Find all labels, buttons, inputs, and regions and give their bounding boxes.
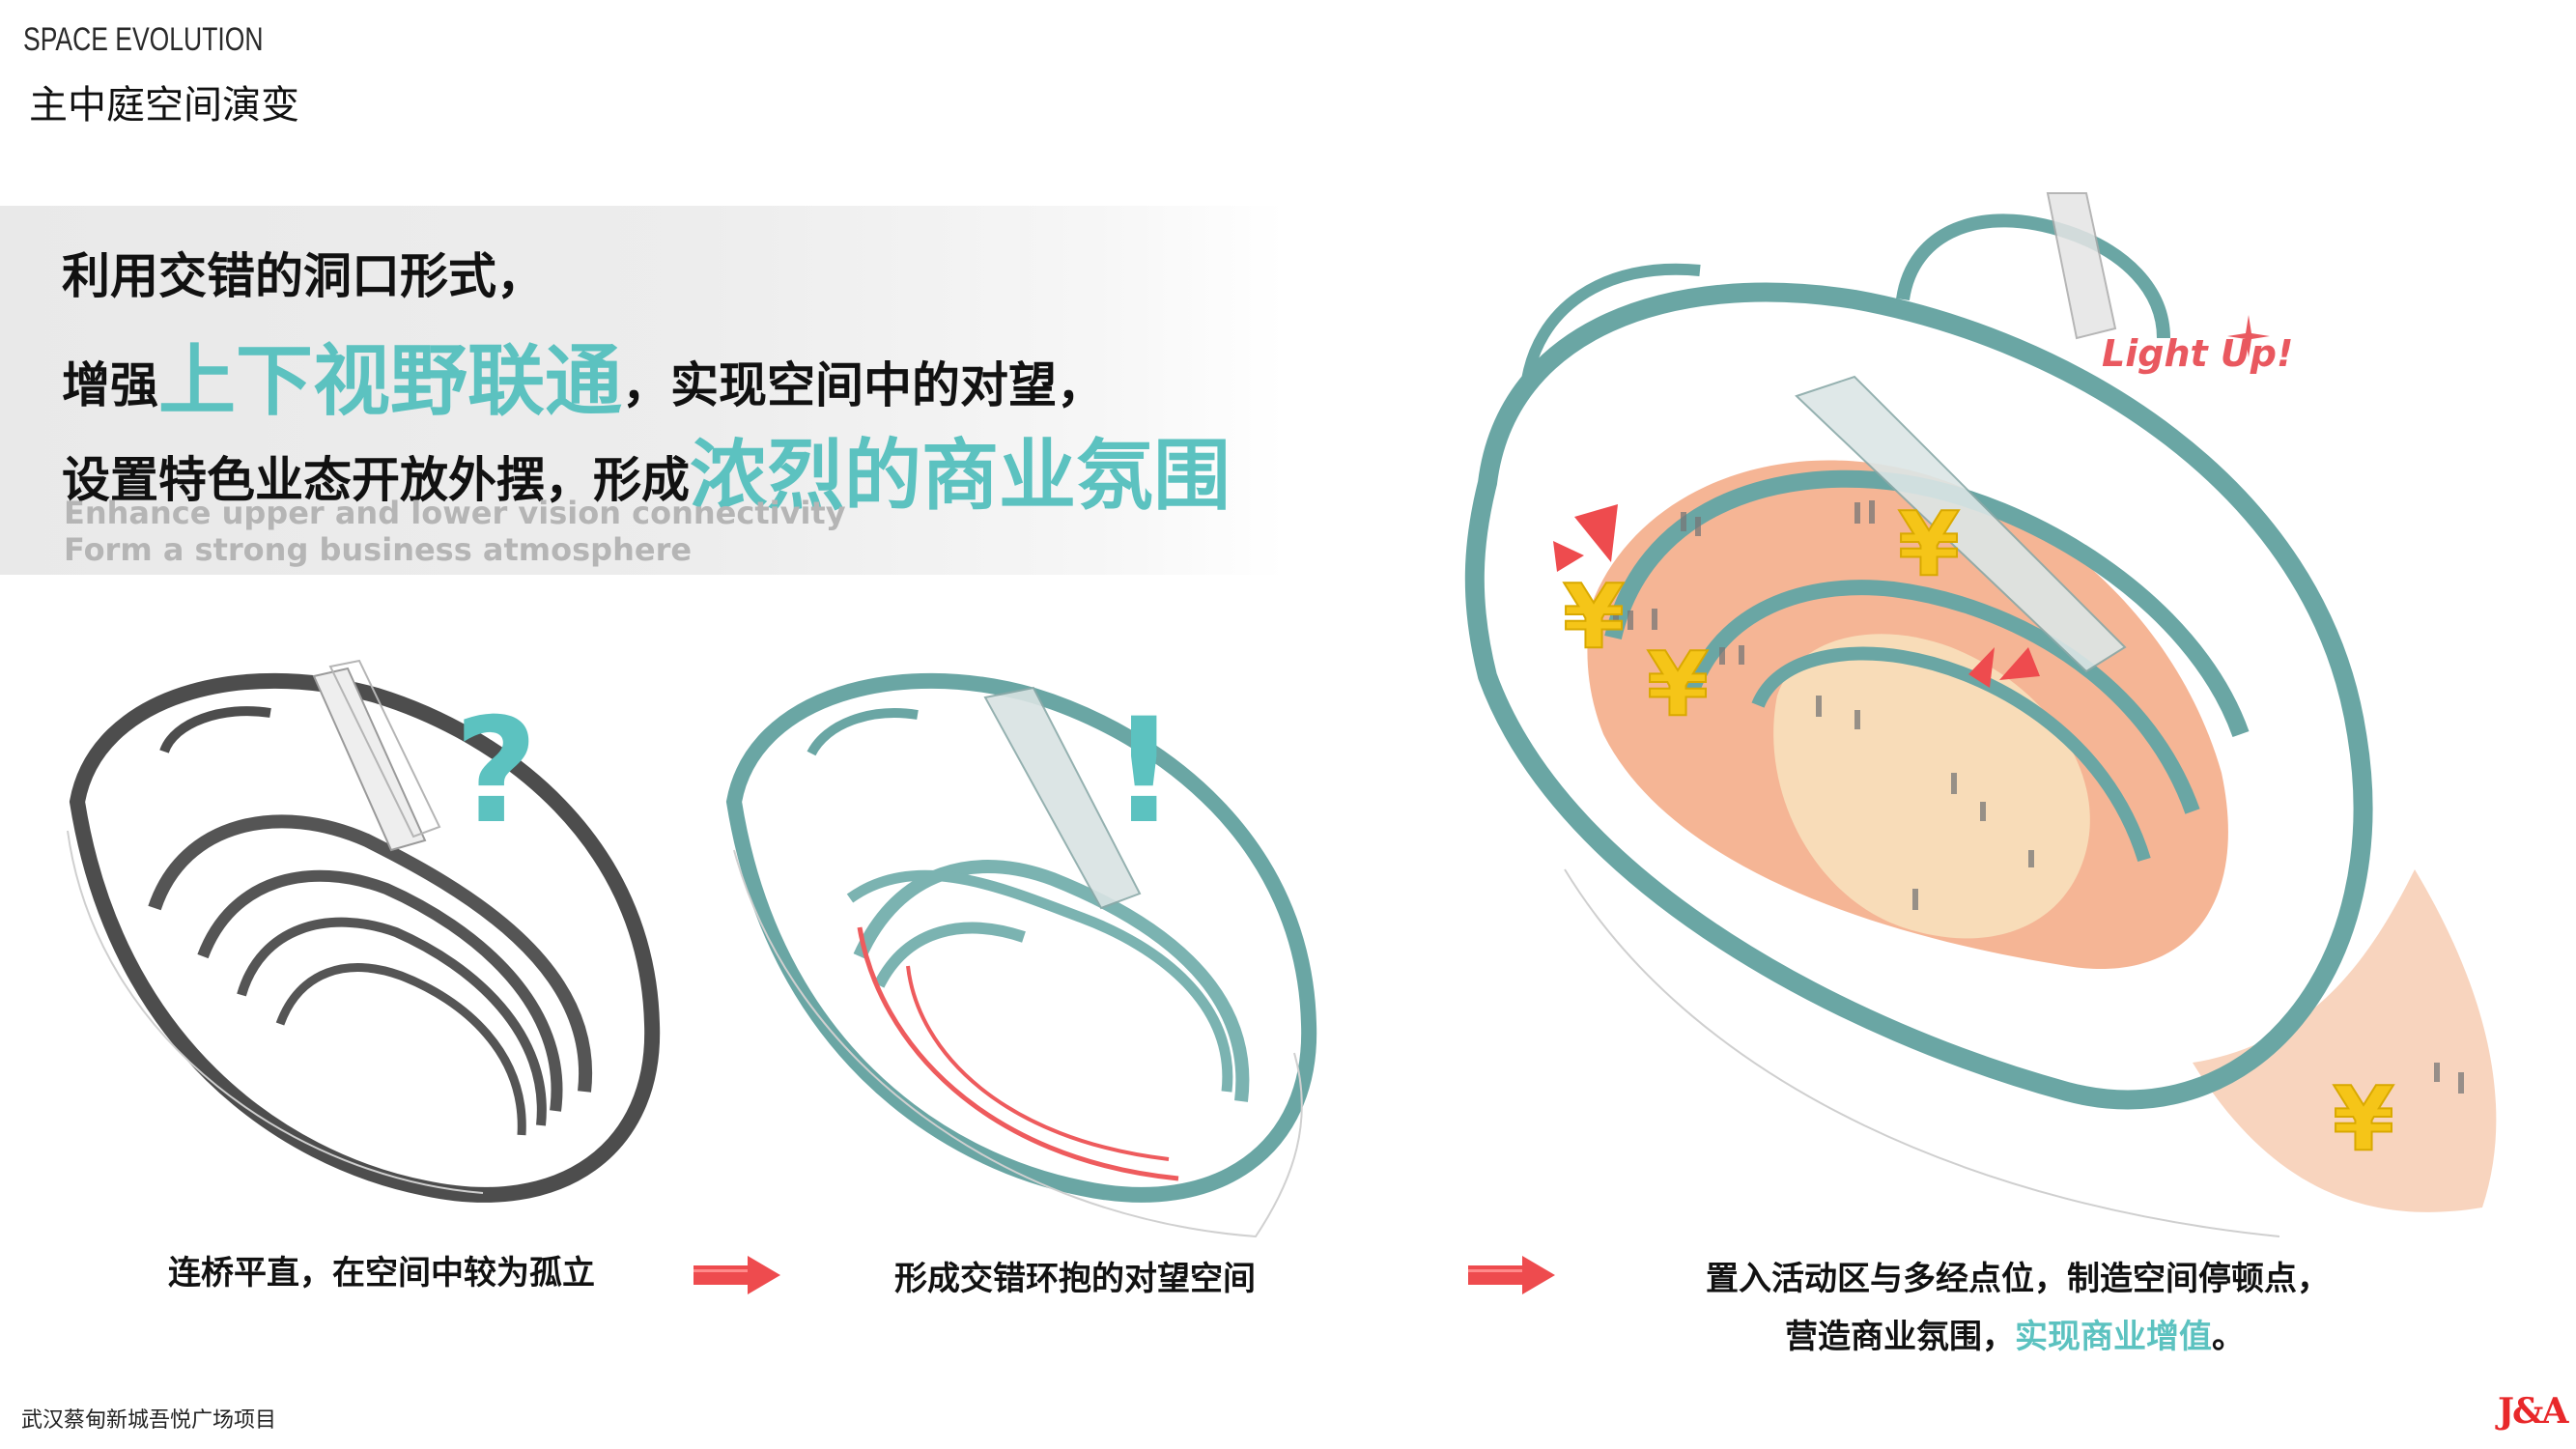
stage1-inner-rings <box>148 814 593 1136</box>
english-subtitle-2: Form a strong business atmosphere <box>64 531 693 568</box>
stage2-inner-rings <box>846 860 1250 1181</box>
stage2-exclamation-mark: ! <box>1111 688 1176 856</box>
stage3-sand-zone <box>1773 634 2090 939</box>
headline-band <box>0 206 1285 575</box>
stage3-orange-tail <box>2193 869 2497 1212</box>
headline-line-3: 设置特色业态开放外摆，形成浓烈的商业氛围 <box>62 413 1231 526</box>
caption-stage3-highlight: 实现商业增值 <box>2015 1318 2212 1356</box>
stage3-bridge <box>1795 192 2127 673</box>
yuan-marker-2: ¥ <box>1647 633 1709 736</box>
caption-stage1: 连桥平直，在空间中较为孤立 <box>168 1254 595 1293</box>
headline-line-3-highlight: 浓烈的商业氛围 <box>690 431 1231 521</box>
stage2-base-outline <box>733 849 1303 1238</box>
sparkle-icon <box>2227 315 2270 357</box>
caption-stage3-line2-suffix: 。 <box>2212 1318 2245 1356</box>
company-logo: J&A <box>2498 1391 2568 1432</box>
headline-line-1: 利用交错的洞口形式， <box>62 248 545 304</box>
caption-stage3-line2: 营造商业氛围，实现商业增值。 <box>1785 1310 2245 1357</box>
stage2-bridge <box>983 686 1142 910</box>
caption-stage3-line1: 置入活动区与多经点位，制造空间停顿点， <box>1706 1260 2330 1298</box>
stage3-red-markers <box>1553 504 2040 688</box>
headline-line-2: 增强上下视野联通，实现空间中的对望， <box>62 319 1105 431</box>
headline-line-2-highlight: 上下视野联通 <box>158 336 622 426</box>
arrow-right-icon <box>1468 1256 1555 1294</box>
arrow-right-icon <box>694 1256 780 1294</box>
stage3-yuan-markers: ¥ ¥ ¥ ¥ <box>1562 492 2395 1172</box>
stage3-lower-outline <box>1564 868 2280 1237</box>
yuan-marker-3: ¥ <box>1898 493 1960 596</box>
stage1-bridge <box>312 659 441 852</box>
light-up-label: Light Up! <box>2102 332 2294 375</box>
headline-line-2-suffix: ，实现空间中的对望， <box>622 357 1105 413</box>
stage2-diagram: ! <box>725 672 1317 1238</box>
stage1-question-mark: ? <box>454 688 538 856</box>
section-kicker: SPACE EVOLUTION <box>23 21 264 58</box>
stage1-base-outline <box>67 830 484 1194</box>
stage3-people <box>1613 500 2464 1094</box>
stage2-outer-ring <box>725 672 1317 1203</box>
stage3-diagram: ¥ ¥ ¥ ¥ <box>1464 192 2497 1237</box>
caption-stage2: 形成交错环抱的对望空间 <box>894 1260 1256 1298</box>
stage1-diagram: ? <box>67 659 661 1203</box>
footer-project-name: 武汉蔡甸新城吾悦广场项目 <box>21 1408 277 1433</box>
page-title: 主中庭空间演变 <box>29 83 299 128</box>
yuan-marker-1: ¥ <box>1563 565 1625 668</box>
headline-line-2-prefix: 增强 <box>62 357 158 413</box>
headline-line-3-prefix: 设置特色业态开放外摆，形成 <box>62 452 690 508</box>
english-subtitle-1: Enhance upper and lower vision connectiv… <box>64 495 846 531</box>
yuan-marker-4: ¥ <box>2333 1067 2394 1171</box>
caption-stage3-line2-prefix: 营造商业氛围， <box>1785 1318 2015 1356</box>
stage1-outer-ring <box>69 672 661 1203</box>
